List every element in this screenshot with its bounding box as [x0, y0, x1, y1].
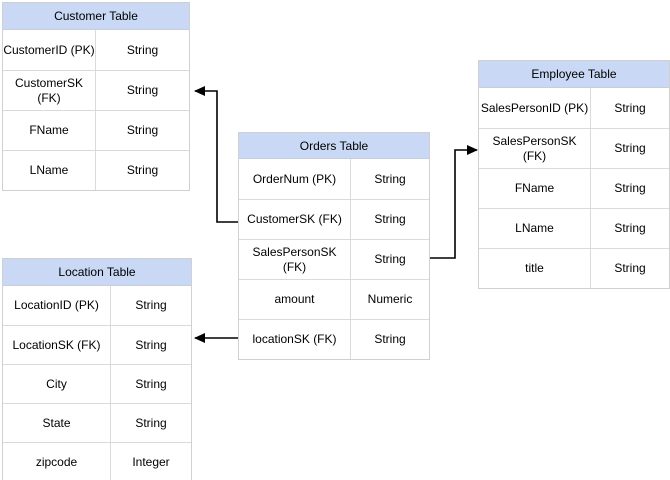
field-type-cell: Integer	[132, 454, 170, 469]
field-name-cell: LocationSK (FK)	[3, 326, 111, 364]
customer-row-3: LName String	[3, 150, 189, 190]
field-type-cell: String	[374, 171, 406, 186]
field-name-cell: title	[479, 249, 591, 288]
field-name-cell: CustomerID (PK)	[3, 30, 96, 70]
field-name-cell: CustomerSK (FK)	[239, 200, 351, 239]
field-name-cell: FName	[3, 111, 96, 150]
orders-row-0: OrderNum (PK) String	[239, 159, 429, 199]
location-row-3: State String	[3, 403, 191, 442]
location-row-4: zipcode Integer	[3, 442, 191, 480]
employee-row-3: LName String	[479, 208, 669, 248]
orders-row-2: SalesPersonSK (FK) String	[239, 239, 429, 279]
field-name-cell: OrderNum (PK)	[239, 159, 351, 199]
employee-table-title: Employee Table	[479, 61, 669, 88]
customer-row-2: FName String	[3, 110, 189, 150]
field-type-cell: String	[126, 42, 159, 57]
field-type-cell: String	[135, 376, 167, 391]
field-type-cell: String	[614, 221, 646, 235]
field-type-cell: String	[374, 212, 406, 226]
field-name-cell: City	[3, 365, 111, 403]
employee-row-0: SalesPersonID (PK) String	[479, 88, 669, 128]
field-name-cell: LName	[3, 151, 96, 190]
field-type-cell: String	[374, 332, 406, 346]
orders-row-3: amount Numeric	[239, 279, 429, 319]
field-type-cell: String	[135, 337, 167, 352]
customer-row-0: CustomerID (PK) String	[3, 30, 189, 70]
customer-table-title: Customer Table	[3, 3, 189, 30]
field-name-cell: locationSK (FK)	[239, 320, 351, 359]
field-type-cell: String	[614, 181, 646, 195]
field-type-cell: String	[126, 163, 159, 177]
field-name-cell: zipcode	[3, 443, 111, 480]
customer-row-1: CustomerSK (FK) String	[3, 70, 189, 110]
employee-row-4: title String	[479, 248, 669, 288]
field-name-cell: LName	[479, 209, 591, 248]
field-type-cell: String	[126, 123, 159, 137]
field-name-cell: SalesPersonSK (FK)	[239, 240, 351, 279]
field-type-cell: String	[135, 298, 167, 312]
field-name-cell: State	[3, 404, 111, 442]
field-name-cell: LocationID (PK)	[3, 286, 111, 325]
location-row-2: City String	[3, 364, 191, 403]
field-name-cell: FName	[479, 169, 591, 208]
field-name-cell: SalesPersonSK (FK)	[479, 129, 591, 168]
field-type-cell: String	[126, 83, 159, 97]
field-name-cell: CustomerSK (FK)	[3, 71, 96, 110]
field-type-cell: String	[135, 415, 167, 430]
orders-row-4: locationSK (FK) String	[239, 319, 429, 359]
field-name-cell: SalesPersonID (PK)	[479, 88, 591, 128]
field-type-cell: String	[374, 252, 406, 266]
location-row-0: LocationID (PK) String	[3, 286, 191, 325]
employee-row-1: SalesPersonSK (FK) String	[479, 128, 669, 168]
relationship-arrow-1	[430, 145, 478, 259]
field-type-cell: String	[614, 261, 646, 275]
relationship-arrow-0	[194, 86, 239, 223]
field-name-cell: amount	[239, 280, 351, 319]
field-type-cell: String	[614, 100, 646, 115]
employee-row-2: FName String	[479, 168, 669, 208]
location-table-title: Location Table	[3, 259, 191, 286]
orders-row-1: CustomerSK (FK) String	[239, 199, 429, 239]
field-type-cell: String	[614, 141, 646, 155]
location-row-1: LocationSK (FK) String	[3, 325, 191, 364]
orders-table-title: Orders Table	[239, 133, 429, 159]
field-type-cell: Numeric	[367, 292, 413, 306]
